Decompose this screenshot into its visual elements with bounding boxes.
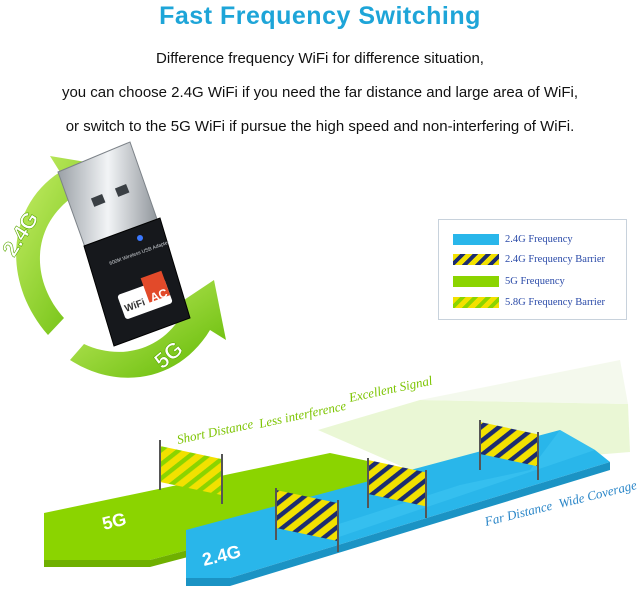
legend-item-5g: 5G Frequency — [453, 274, 565, 288]
description-line-3: or switch to the 5G WiFi if pursue the h… — [65, 118, 575, 135]
adapter-body — [83, 217, 191, 347]
description-line-2: you can choose 2.4G WiFi if you need the… — [61, 84, 579, 101]
legend-label: 2.4G Frequency Barrier — [505, 253, 606, 265]
legend-item-24g-barrier: 2.4G Frequency Barrier — [453, 252, 605, 266]
legend-swatch-green — [453, 275, 499, 287]
legend: 2.4G Frequency 2.4G Frequency Barrier 5G… — [438, 219, 627, 320]
barrier-58g — [159, 440, 223, 504]
legend-swatch-hatch-blue — [453, 253, 499, 265]
barrier-24g-1 — [275, 488, 339, 552]
legend-swatch-blue — [453, 233, 499, 245]
page-title: Fast Frequency Switching — [159, 2, 481, 30]
arrow-5g-icon — [70, 280, 226, 378]
feature-short-distance: Short Distance — [176, 416, 255, 447]
blue-band-24g — [186, 430, 610, 578]
badge-ac-text: AC — [148, 286, 169, 305]
adapter-illustration — [16, 141, 226, 378]
green-band-5g — [44, 453, 415, 560]
barrier-24g-2 — [367, 458, 427, 518]
legend-label: 5.8G Frequency Barrier — [505, 296, 606, 308]
legend-swatch-hatch-green — [453, 296, 499, 308]
legend-item-24g: 2.4G Frequency — [453, 232, 573, 246]
barrier-24g-3 — [479, 420, 539, 480]
legend-item-58g-barrier: 5.8G Frequency Barrier — [453, 295, 605, 309]
legend-label: 2.4G Frequency — [505, 233, 573, 245]
description-line-1: Difference frequency WiFi for difference… — [156, 50, 484, 67]
legend-label: 5G Frequency — [505, 275, 565, 287]
